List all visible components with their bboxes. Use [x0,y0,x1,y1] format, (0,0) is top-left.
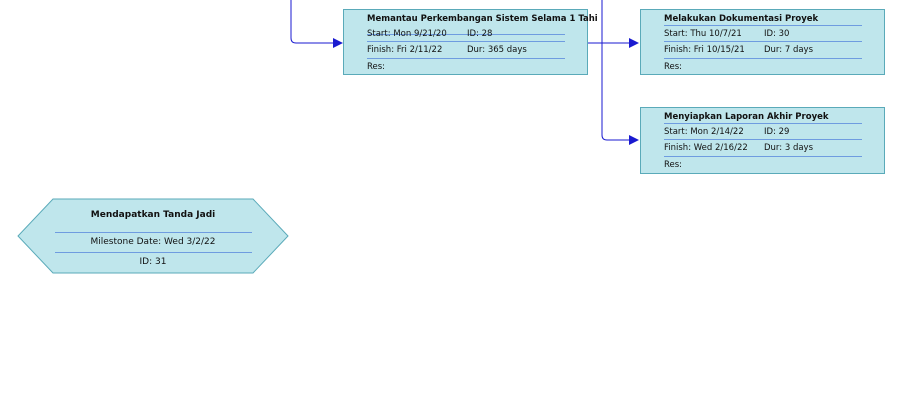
separator [55,232,252,233]
task-start: Start: Mon 2/14/22 [664,127,744,137]
separator [664,58,862,59]
task-name: Melakukan Dokumentasi Proyek [664,14,819,24]
task-node-29[interactable]: Menyiapkan Laporan Akhir Proyek Start: M… [640,107,885,174]
separator [367,41,565,42]
task-node-30[interactable]: Melakukan Dokumentasi Proyek Start: Thu … [640,9,885,75]
connector-28-to-29 [601,0,639,145]
task-id: ID: 29 [764,127,790,137]
separator [55,252,252,253]
task-id: ID: 30 [764,29,790,39]
separator [664,123,862,124]
milestone-name: Mendapatkan Tanda Jadi [90,210,216,220]
task-finish: Finish: Fri 10/15/21 [664,45,745,55]
separator [664,41,862,42]
task-node-28[interactable]: Memantau Perkembangan Sistem Selama 1 Ta… [343,9,598,75]
milestone-node-31[interactable]: Mendapatkan Tanda Jadi Milestone Date: W… [17,198,289,274]
separator [664,139,862,140]
task-duration: Dur: 7 days [764,45,814,55]
task-id: ID: 28 [467,29,493,39]
task-resources: Res: [367,62,386,72]
task-finish: Finish: Wed 2/16/22 [664,143,748,153]
task-start: Start: Thu 10/7/21 [664,29,742,39]
task-resources: Res: [664,62,683,72]
milestone-date: Milestone Date: Wed 3/2/22 [90,237,216,247]
task-duration: Dur: 3 days [764,143,814,153]
task-name: Memantau Perkembangan Sistem Selama 1 Ta… [367,14,598,24]
task-start: Start: Mon 9/21/20 [367,29,447,39]
connector-to-task-28 [290,0,343,48]
separator [367,34,565,35]
separator [664,156,862,157]
separator [367,58,565,59]
milestone-hexagon-shape [17,198,289,274]
task-name: Menyiapkan Laporan Akhir Proyek [664,112,829,122]
milestone-id: ID: 31 [139,257,167,267]
task-duration: Dur: 365 days [467,45,527,55]
separator [664,25,862,26]
task-finish: Finish: Fri 2/11/22 [367,45,443,55]
task-resources: Res: [664,160,683,170]
